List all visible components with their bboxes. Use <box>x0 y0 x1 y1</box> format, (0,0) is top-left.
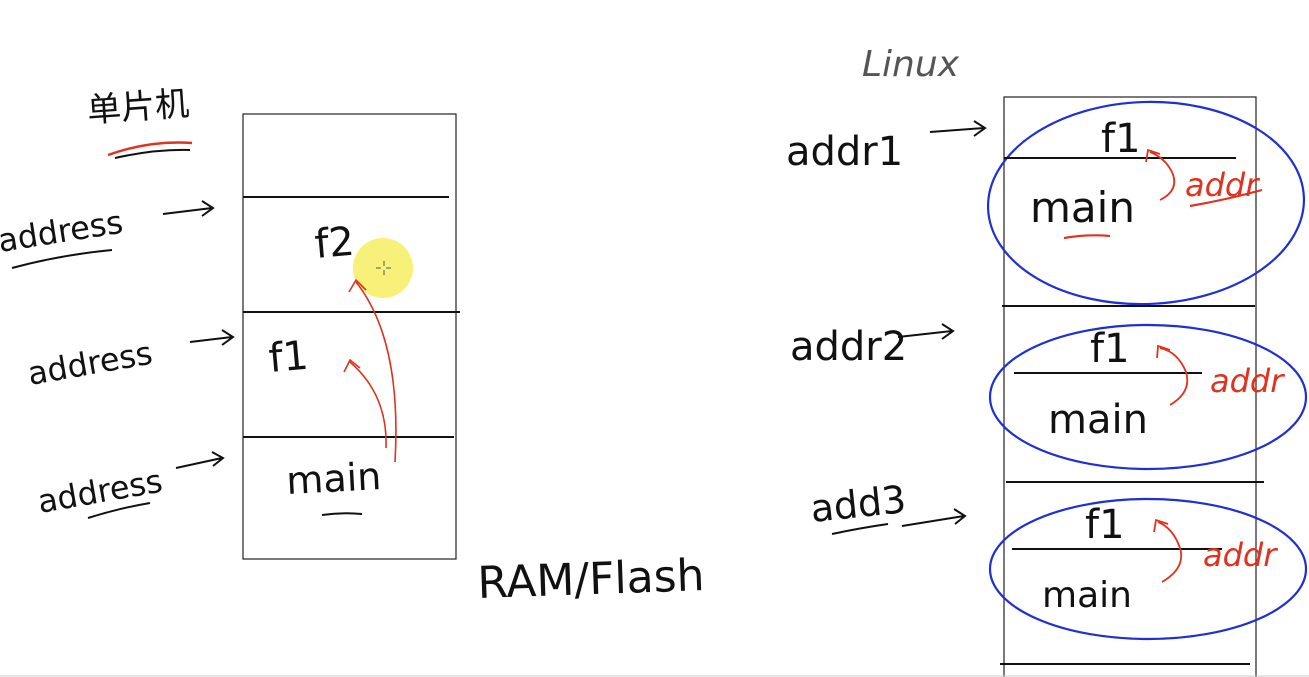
left-title-underline-red <box>107 141 193 157</box>
address-underline <box>11 249 113 269</box>
return-arrow <box>1149 151 1176 201</box>
frame-main: main <box>1042 575 1132 616</box>
right-title: Linux <box>862 44 960 85</box>
memory-label: RAM/Flash <box>477 550 706 609</box>
frame-f1: f1 <box>1101 116 1141 162</box>
left-title: 单片机 <box>86 84 191 131</box>
arrow-right-icon <box>901 508 967 527</box>
frame-f1: f1 <box>1085 502 1125 548</box>
process-group-1: f1 main addr <box>986 100 1306 306</box>
block-main: main <box>285 454 382 503</box>
addr-label-2: addr2 <box>790 324 907 370</box>
arrowhead-icon <box>343 358 361 373</box>
frame-f1: f1 <box>1090 326 1130 372</box>
return-addr-label: addr <box>1185 166 1260 204</box>
cursor-highlight <box>353 238 413 298</box>
return-arrow <box>1159 347 1189 406</box>
return-arrow-f1 <box>349 361 387 449</box>
arrowhead-icon <box>1153 518 1169 533</box>
return-addr-label: addr <box>1210 362 1285 400</box>
arrow-right-icon <box>162 200 215 217</box>
process-group-3: f1 main addr <box>988 497 1308 641</box>
arrow-right-icon <box>189 329 235 346</box>
return-arrow <box>1157 521 1183 583</box>
arrowhead-icon <box>1156 344 1171 359</box>
crosshair-cursor-icon <box>376 261 391 275</box>
arrowhead-icon <box>1145 148 1161 163</box>
address-underline <box>87 502 151 519</box>
arrow-right-icon <box>897 323 955 340</box>
return-arrow-f2 <box>355 281 397 463</box>
arrow-right-icon <box>175 451 225 469</box>
right-memory-column <box>1003 96 1257 677</box>
addr-label-3: add3 <box>808 477 908 531</box>
address-label-2: address <box>25 334 155 393</box>
frame-main: main <box>1030 183 1135 232</box>
addr-underline-red <box>1189 188 1263 208</box>
arrow-right-icon <box>929 120 987 137</box>
process-boundary <box>986 100 1306 306</box>
left-diagram: 单片机 f2 f1 main address address address <box>0 84 705 609</box>
block-f1: f1 <box>267 333 310 382</box>
process-boundary <box>988 323 1308 471</box>
main-underline <box>321 512 363 516</box>
block-f2: f2 <box>313 219 356 268</box>
process-group-2: f1 main addr <box>988 323 1308 471</box>
addr-label-1: addr1 <box>786 129 903 175</box>
address-label-3: address <box>35 462 165 521</box>
process-boundary <box>988 497 1308 641</box>
left-memory-column <box>242 113 457 560</box>
left-title-underline <box>114 148 191 159</box>
address-underline <box>831 523 889 535</box>
frame-main: main <box>1048 397 1148 443</box>
main-underline-red <box>1063 234 1111 240</box>
return-addr-label: addr <box>1203 536 1278 574</box>
arrowhead-icon <box>348 278 367 293</box>
right-diagram: Linux f1 main addr f1 main addr <box>786 44 1308 677</box>
